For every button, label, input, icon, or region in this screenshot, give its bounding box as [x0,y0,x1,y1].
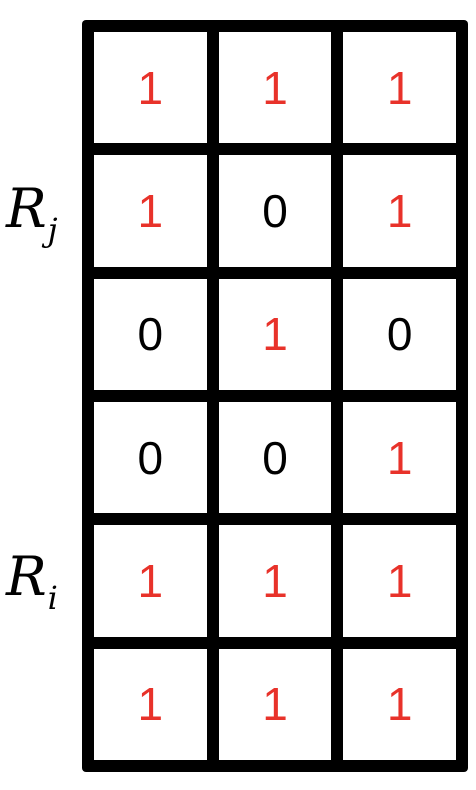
matrix-cell: 1 [343,155,456,267]
matrix-cell: 1 [343,402,456,514]
matrix-cell: 0 [343,278,456,390]
row-label-subscript: i [47,579,58,617]
matrix-cell: 1 [94,155,207,267]
matrix-cell: 1 [218,525,332,637]
matrix-cell: 1 [343,32,456,144]
matrix-cell: 1 [218,32,332,144]
row-label-r-j: Rj [6,182,58,249]
matrix-cell: 0 [94,402,207,514]
matrix-cell: 1 [218,648,332,760]
matrix-cell: 1 [94,32,207,144]
row-label-main: R [6,177,47,240]
matrix-cell: 1 [218,278,332,390]
row-label-subscript: j [47,211,58,249]
matrix-cell: 0 [94,278,207,390]
matrix-cell: 1 [94,648,207,760]
row-label-main: R [6,545,47,608]
row-label-r-i: Ri [6,550,58,617]
matrix-cell: 1 [94,525,207,637]
matrix-cell: 0 [218,155,332,267]
matrix-cell: 1 [343,525,456,637]
matrix-cell: 0 [218,402,332,514]
matrix-cell: 1 [343,648,456,760]
